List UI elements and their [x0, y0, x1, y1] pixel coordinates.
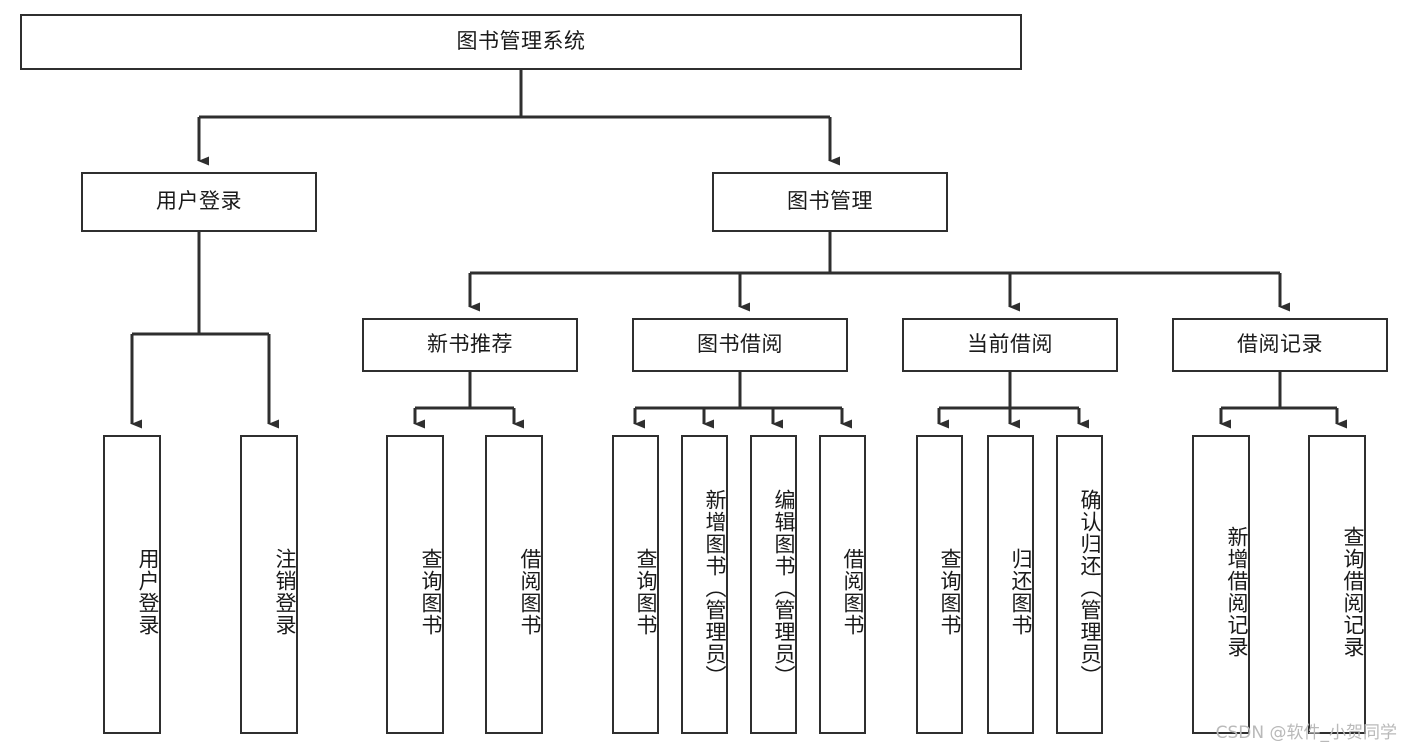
edge-borrow-record-to-leaves [1219, 372, 1347, 429]
node-book-borrow[interactable]: 图书借阅 [632, 318, 848, 372]
node-label: 新增借阅记录 [1225, 525, 1249, 658]
node-label: 新书推荐 [427, 332, 513, 357]
node-user-login[interactable]: 用户登录 [81, 172, 317, 232]
node-leaf-return-book[interactable]: 归还图书 [987, 435, 1034, 734]
node-label: 注销登录 [273, 547, 297, 636]
edge-new-book-recommend-to-leaves [413, 372, 524, 429]
node-leaf-confirm-return-admin[interactable]: 确认归还（管理员） [1056, 435, 1103, 734]
node-label: 编辑图书（管理员） [772, 488, 796, 687]
node-label: 用户登录 [136, 547, 160, 636]
node-label: 查询图书 [419, 547, 443, 636]
node-root-book-management-system[interactable]: 图书管理系统 [20, 14, 1022, 70]
node-leaf-edit-book-admin[interactable]: 编辑图书（管理员） [750, 435, 797, 734]
node-leaf-add-book-admin[interactable]: 新增图书（管理员） [681, 435, 728, 734]
node-label: 查询图书 [634, 547, 658, 636]
node-label: 当前借阅 [967, 332, 1053, 357]
edge-book-management-to-level3 [468, 232, 1290, 312]
edge-user-login-to-leaves [130, 232, 279, 429]
node-label: 图书管理系统 [456, 29, 586, 54]
node-label: 借阅图书 [518, 547, 542, 636]
edge-root-to-level2 [197, 70, 840, 166]
node-label: 借阅记录 [1237, 332, 1323, 357]
edge-current-borrow-to-leaves [937, 372, 1089, 429]
node-leaf-query-book-current[interactable]: 查询图书 [916, 435, 963, 734]
node-leaf-borrow-book[interactable]: 借阅图书 [819, 435, 866, 734]
node-borrow-record[interactable]: 借阅记录 [1172, 318, 1388, 372]
node-new-book-recommend[interactable]: 新书推荐 [362, 318, 578, 372]
node-label: 查询借阅记录 [1341, 525, 1365, 658]
watermark-text: CSDN @软件_小贺同学 [1215, 723, 1397, 743]
node-label: 新增图书（管理员） [703, 488, 727, 687]
node-label: 查询图书 [938, 547, 962, 636]
node-leaf-user-logout[interactable]: 注销登录 [240, 435, 298, 734]
node-leaf-borrow-book-recommend[interactable]: 借阅图书 [485, 435, 543, 734]
node-leaf-query-book[interactable]: 查询图书 [612, 435, 659, 734]
edge-book-borrow-to-leaves [633, 372, 852, 429]
node-label: 图书借阅 [697, 332, 783, 357]
node-label: 用户登录 [156, 189, 242, 214]
node-label: 借阅图书 [841, 547, 865, 636]
node-label: 确认归还（管理员） [1078, 488, 1102, 687]
node-label: 图书管理 [787, 189, 873, 214]
node-leaf-query-book-recommend[interactable]: 查询图书 [386, 435, 444, 734]
node-leaf-query-borrow-record[interactable]: 查询借阅记录 [1308, 435, 1366, 734]
node-label: 归还图书 [1009, 547, 1033, 636]
node-book-management[interactable]: 图书管理 [712, 172, 948, 232]
node-leaf-add-borrow-record[interactable]: 新增借阅记录 [1192, 435, 1250, 734]
node-leaf-user-login[interactable]: 用户登录 [103, 435, 161, 734]
node-current-borrow[interactable]: 当前借阅 [902, 318, 1118, 372]
